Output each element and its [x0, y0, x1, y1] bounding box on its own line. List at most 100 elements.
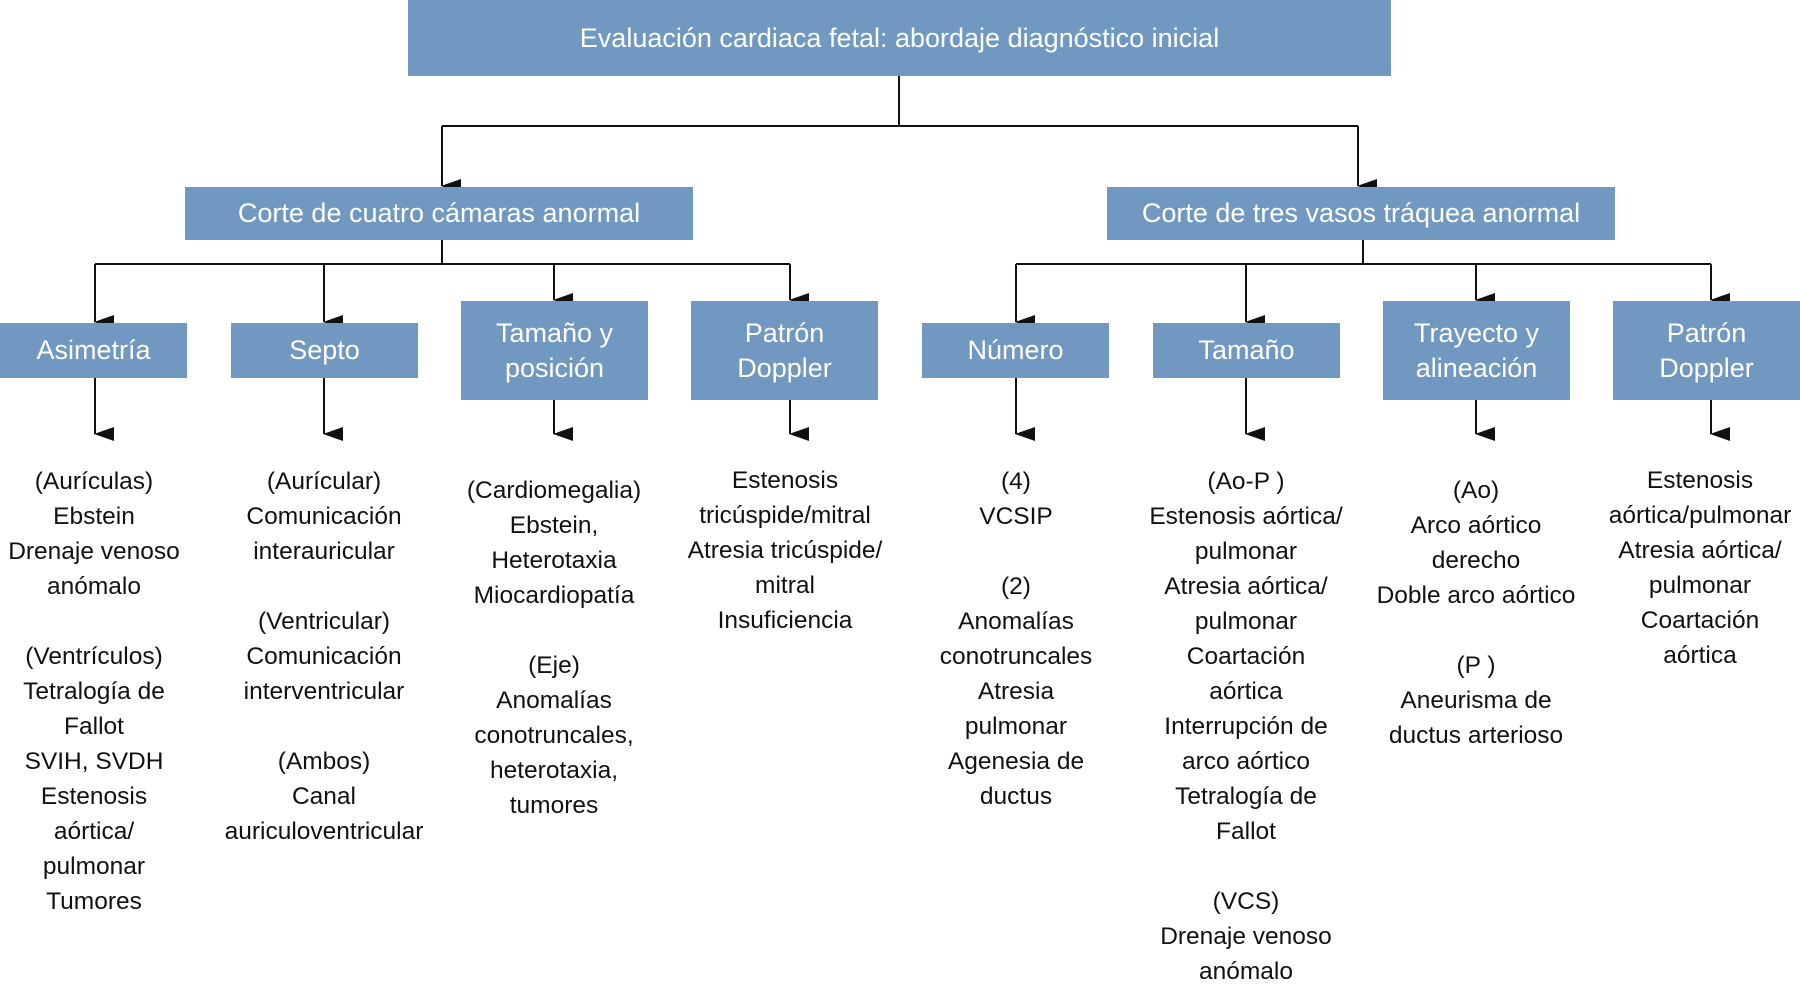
- group-spacer: [439, 613, 669, 648]
- group-heading: (Ventrículos): [25, 643, 163, 670]
- group-heading: (P ): [1456, 652, 1496, 679]
- group-heading: (Ao-P ): [1207, 468, 1285, 495]
- group-heading: (2): [1001, 573, 1031, 600]
- finding-line: Atresia aórtica/: [1164, 573, 1328, 600]
- finding-line: Fallot: [64, 713, 124, 740]
- group-heading: (Cardiomegalia): [466, 477, 642, 504]
- finding-line: Ebstein,: [509, 512, 599, 539]
- finding-line: Estenosis: [1646, 467, 1754, 494]
- finding-line: pulmonar: [964, 713, 1068, 740]
- category-label: Patrón Doppler: [1659, 317, 1754, 383]
- finding-line: aórtica/pulmonar: [1608, 502, 1792, 529]
- category-label: Trayecto y alineación: [1413, 317, 1540, 383]
- category-label: Tamaño: [1198, 335, 1295, 366]
- finding-line: Heterotaxia: [491, 547, 617, 574]
- finding-line: Estenosis aórtica/: [1149, 503, 1343, 530]
- finding-line: auriculoventricular: [224, 818, 424, 845]
- finding-line: ductus arterioso: [1388, 722, 1564, 749]
- finding-line: Fallot: [1216, 818, 1276, 845]
- group-spacer: [901, 534, 1131, 569]
- finding-line: aórtica/: [53, 818, 135, 845]
- finding-line: Anomalías: [496, 687, 612, 714]
- finding-line: tricúspide/mitral: [699, 502, 871, 529]
- finding-line: interauricular: [253, 538, 395, 565]
- finding-line: Ebstein: [53, 503, 135, 530]
- group-heading: (4): [1001, 468, 1031, 495]
- finding-line: conotruncales: [939, 643, 1093, 670]
- branch-node-label: Corte de cuatro cámaras anormal: [237, 198, 641, 229]
- category-trayecto-alineacion: Trayecto y alineación: [1383, 301, 1570, 400]
- finding-line: Agenesia de: [947, 748, 1085, 775]
- category-tamano-posicion: Tamaño y posición: [461, 301, 648, 400]
- finding-line: aórtica: [1663, 642, 1737, 669]
- finding-line: Anomalías: [958, 608, 1074, 635]
- category-tamano: Tamaño: [1153, 323, 1340, 378]
- category-septo: Septo: [231, 323, 418, 378]
- finding-line: pulmonar: [42, 853, 146, 880]
- branch-node-label: Corte de tres vasos tráquea anormal: [1141, 198, 1581, 229]
- finding-line: Interrupción de: [1164, 713, 1328, 740]
- finding-line: heterotaxia,: [489, 757, 619, 784]
- group-spacer: [0, 604, 209, 639]
- finding-line: Coartación: [1640, 607, 1760, 634]
- category-label: Asimetría: [36, 335, 151, 366]
- group-heading: (VCS): [1212, 888, 1280, 915]
- finding-line: Insuficiencia: [717, 607, 853, 634]
- finding-line: pulmonar: [1194, 538, 1298, 565]
- finding-line: Estenosis: [731, 467, 839, 494]
- finding-line: Atresia aórtica/: [1618, 537, 1782, 564]
- finding-line: conotruncales,: [474, 722, 634, 749]
- group-heading: (Eje): [528, 652, 580, 679]
- branch-node-four-chamber: Corte de cuatro cámaras anormal: [185, 187, 693, 240]
- group-heading: (Aurícular): [266, 468, 382, 495]
- finding-line: Coartación: [1186, 643, 1306, 670]
- category-label: Patrón Doppler: [737, 317, 832, 383]
- category-label: Septo: [289, 335, 360, 366]
- finding-line: Canal: [291, 783, 356, 810]
- category-patron-doppler-3v: Patrón Doppler: [1613, 301, 1800, 400]
- finding-line: mitral: [755, 572, 815, 599]
- group-spacer: [1131, 849, 1361, 884]
- finding-line: anómalo: [47, 573, 141, 600]
- category-patron-doppler-4c: Patrón Doppler: [691, 301, 878, 400]
- finding-line: Doble arco aórtico: [1376, 582, 1576, 609]
- root-node-label: Evaluación cardiaca fetal: abordaje diag…: [579, 22, 1220, 53]
- category-numero: Número: [922, 323, 1109, 378]
- root-node-title: Evaluación cardiaca fetal: abordaje diag…: [408, 0, 1391, 76]
- finding-line: Atresia: [977, 678, 1055, 705]
- category-label: Número: [967, 335, 1064, 366]
- finding-line: Aneurisma de: [1400, 687, 1552, 714]
- finding-line: pulmonar: [1194, 608, 1298, 635]
- finding-line: ductus: [979, 783, 1053, 810]
- group-heading: (Aurículas): [34, 468, 154, 495]
- category-asimetria: Asimetría: [0, 323, 187, 378]
- finding-line: interventricular: [243, 678, 405, 705]
- group-heading: (Ambos): [277, 748, 371, 775]
- finding-line: Estenosis: [40, 783, 148, 810]
- branch-node-three-vessel: Corte de tres vasos tráquea anormal: [1107, 187, 1615, 240]
- group-spacer: [209, 569, 439, 604]
- group-heading: (Ao): [1452, 477, 1500, 504]
- group-heading: (Ventricular): [257, 608, 391, 635]
- finding-line: Tumores: [46, 888, 142, 915]
- finding-line: Comunicación: [246, 503, 402, 530]
- finding-line: Tetralogía de: [1175, 783, 1317, 810]
- finding-line: arco aórtico: [1181, 748, 1310, 775]
- finding-line: aórtica: [1209, 678, 1283, 705]
- group-spacer: [209, 709, 439, 744]
- finding-line: Comunicación: [246, 643, 402, 670]
- category-label: Tamaño y posición: [495, 317, 614, 383]
- finding-line: Atresia tricúspide/: [687, 537, 883, 564]
- finding-line: derecho: [1431, 547, 1521, 574]
- group-spacer: [1361, 613, 1591, 648]
- finding-line: Arco aórtico: [1410, 512, 1542, 539]
- findings-list: (Aurícular) Comunicación interauricular (Ve…: [209, 464, 439, 849]
- finding-line: SVIH, SVDH: [24, 748, 164, 775]
- finding-line: Miocardiopatía: [473, 582, 635, 609]
